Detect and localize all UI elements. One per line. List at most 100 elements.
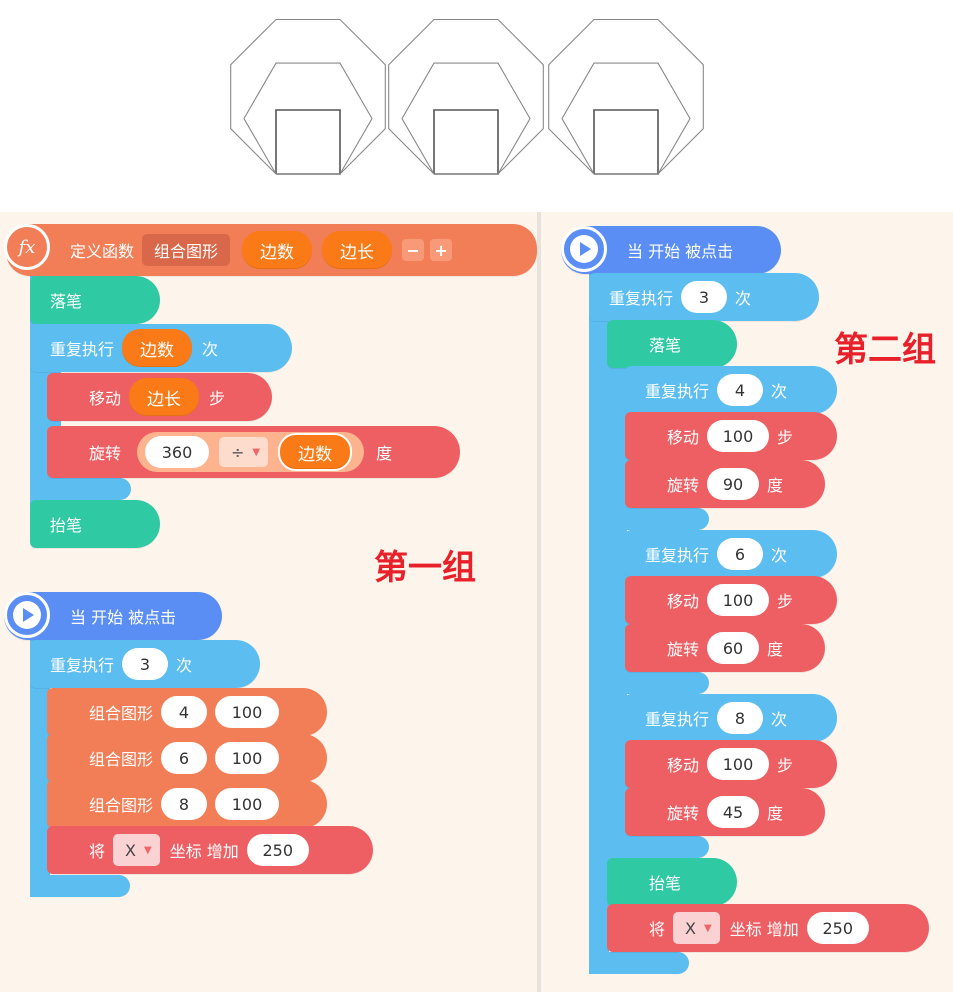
loop-3-turn-label: 旋转 (667, 804, 700, 823)
right-pen-down-block[interactable]: 落笔 (607, 320, 737, 368)
loop-3-repeat-block[interactable]: 重复执行 8 次 (625, 694, 837, 742)
chevron-down-icon: ▼ (252, 446, 261, 458)
function-name-field[interactable]: 组合图形 (142, 234, 231, 266)
loop-1-tail (625, 508, 709, 530)
call-1-arg-sides[interactable]: 4 (161, 696, 208, 728)
function-icon-badge: fx (4, 224, 50, 270)
loop-3-label: 重复执行 (645, 710, 710, 729)
loop-2-move-block[interactable]: 移动 100 步 (625, 576, 837, 624)
loop-1-label: 重复执行 (645, 382, 710, 401)
define-repeat-tail (47, 478, 131, 500)
right-pen-down-label: 落笔 (649, 336, 682, 355)
loop-1-move-block[interactable]: 移动 100 步 (625, 412, 837, 460)
define-function-block[interactable]: 定义函数 组合图形 边数 边长 − + (6, 224, 537, 276)
loop-1-move-value[interactable]: 100 (707, 420, 770, 452)
loop-1-turn-unit: 度 (767, 476, 784, 495)
define-function-label: 定义函数 (70, 242, 135, 261)
operator-dropdown[interactable]: ÷▼ (219, 437, 269, 467)
right-repeat-count[interactable]: 3 (681, 281, 728, 313)
loop-2-turn-value[interactable]: 60 (707, 632, 760, 664)
loop-3-move-value[interactable]: 100 (707, 748, 770, 780)
change-x-text: 坐标 增加 (169, 842, 239, 861)
call-2-arg-length[interactable]: 100 (215, 742, 280, 774)
move-block[interactable]: 移动 边长 步 (47, 373, 272, 421)
call-2-arg-sides[interactable]: 6 (161, 742, 208, 774)
loop-2-turn-unit: 度 (767, 640, 784, 659)
loop-2-move-label: 移动 (667, 592, 700, 611)
main-repeat-count[interactable]: 3 (122, 648, 169, 680)
loop-1-move-label: 移动 (667, 428, 700, 447)
call-1-arg-length[interactable]: 100 (215, 696, 280, 728)
pen-down-block[interactable]: 落笔 (30, 276, 160, 324)
loop-3-move-label: 移动 (667, 756, 700, 775)
remove-param-button[interactable]: − (402, 239, 425, 261)
right-change-x-block[interactable]: 将 X▼ 坐标 增加 250 (607, 904, 929, 952)
operator-symbol: ÷ (231, 442, 245, 462)
group2-label: 第二组 (834, 330, 936, 370)
move-unit: 步 (209, 389, 226, 408)
polygon-6-sides-group-1 (243, 62, 373, 175)
loop-3-move-unit: 步 (777, 756, 794, 775)
play-icon (13, 601, 41, 629)
when-start-label: 当 开始 被点击 (70, 608, 177, 627)
param-sides[interactable]: 边数 (242, 231, 313, 269)
param-length[interactable]: 边长 (322, 231, 393, 269)
repeat-param-sides[interactable]: 边数 (122, 329, 193, 367)
loop-3-turn-unit: 度 (767, 804, 784, 823)
divide-expression[interactable]: 360 ÷▼ 边数 (137, 432, 365, 472)
change-x-label: 将 (89, 842, 106, 861)
polygon-4-sides-group-2 (433, 109, 499, 175)
loop-1-suffix: 次 (771, 382, 788, 401)
divisor-param-sides[interactable]: 边数 (278, 433, 353, 471)
pen-down-label: 落笔 (50, 292, 83, 311)
loop-3-count[interactable]: 8 (717, 702, 764, 734)
call-block-1[interactable]: 组合图形 4 100 (47, 688, 327, 736)
right-main-tail (589, 952, 689, 974)
axis-value: X (125, 840, 136, 860)
change-x-block[interactable]: 将 X▼ 坐标 增加 250 (47, 826, 373, 874)
loop-1-turn-value[interactable]: 90 (707, 468, 760, 500)
polygon-4-sides-group-1 (275, 109, 341, 175)
turn-block[interactable]: 旋转 360 ÷▼ 边数 度 (47, 426, 460, 478)
right-main-spine (589, 252, 609, 972)
loop-3-move-block[interactable]: 移动 100 步 (625, 740, 837, 788)
loop-1-turn-block[interactable]: 旋转 90 度 (625, 460, 825, 508)
main-repeat-label: 重复执行 (50, 656, 115, 675)
right-repeat-spine (607, 320, 627, 932)
call-block-2[interactable]: 组合图形 6 100 (47, 734, 327, 782)
panel-divider[interactable] (537, 212, 541, 992)
change-x-value[interactable]: 250 (246, 834, 309, 866)
loop-2-turn-block[interactable]: 旋转 60 度 (625, 624, 825, 672)
right-pen-up-label: 抬笔 (649, 874, 682, 893)
main-repeat-block[interactable]: 重复执行 3 次 (30, 640, 260, 688)
loop-2-count[interactable]: 6 (717, 538, 764, 570)
right-axis-dropdown[interactable]: X▼ (673, 912, 720, 944)
loop-2-move-value[interactable]: 100 (707, 584, 770, 616)
dividend-input[interactable]: 360 (145, 436, 210, 468)
loop-2-move-unit: 步 (777, 592, 794, 611)
loop-1-count[interactable]: 4 (717, 374, 764, 406)
pen-up-block[interactable]: 抬笔 (30, 500, 160, 548)
pen-up-label: 抬笔 (50, 516, 83, 535)
fx-icon: fx (18, 236, 36, 258)
workspace-left: 定义函数 组合图形 边数 边长 − + fx 落笔 重复执行 边数 次 移动 边… (0, 212, 537, 992)
right-repeat-block[interactable]: 重复执行 3 次 (589, 273, 819, 321)
loop-1-repeat-block[interactable]: 重复执行 4 次 (625, 366, 837, 414)
right-change-x-value[interactable]: 250 (806, 912, 869, 944)
axis-dropdown[interactable]: X▼ (113, 834, 160, 866)
polygon-4-sides-group-3 (593, 109, 659, 175)
loop-3-turn-block[interactable]: 旋转 45 度 (625, 788, 825, 836)
add-param-button[interactable]: + (430, 239, 453, 261)
main-spine-tail (30, 875, 130, 897)
loop-2-label: 重复执行 (645, 546, 710, 565)
loop-2-repeat-block[interactable]: 重复执行 6 次 (625, 530, 837, 578)
loop-3-turn-value[interactable]: 45 (707, 796, 760, 828)
workspace-right: 当 开始 被点击 重复执行 3 次 落笔 第二组 重复执行 4 次 移动 100… (541, 212, 953, 992)
call-3-arg-length[interactable]: 100 (215, 788, 280, 820)
call-block-3[interactable]: 组合图形 8 100 (47, 780, 327, 828)
polygon-6-sides-group-2 (401, 62, 531, 175)
call-3-arg-sides[interactable]: 8 (161, 788, 208, 820)
move-param-length[interactable]: 边长 (129, 378, 200, 416)
right-pen-up-block[interactable]: 抬笔 (607, 858, 737, 906)
repeat-block[interactable]: 重复执行 边数 次 (30, 324, 292, 372)
